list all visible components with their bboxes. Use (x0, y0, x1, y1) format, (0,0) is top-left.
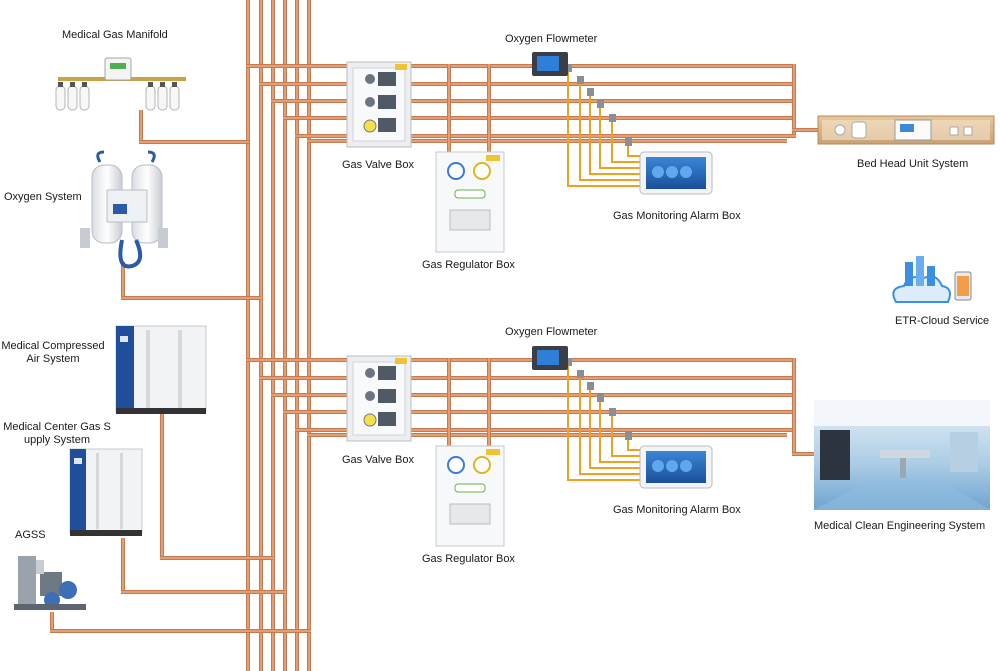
center-gas-label-line1: Medical Center Gas S (3, 421, 111, 433)
oxygen-system-label: Oxygen System (4, 191, 82, 203)
alarm-bottom-label: Gas Monitoring Alarm Box (613, 504, 741, 516)
manifold-label: Medical Gas Manifold (62, 29, 168, 41)
agss-device (14, 556, 86, 610)
gas-regulator-box-top (435, 151, 505, 253)
source-feed-pipes (50, 110, 311, 633)
flowmeter-top-label: Oxygen Flowmeter (505, 33, 598, 45)
regulator-bottom-label: Gas Regulator Box (422, 553, 515, 565)
bed-head-unit (817, 115, 995, 145)
compressed-air-label: Medical Compressed Air System (0, 340, 106, 366)
clean-room-image (814, 400, 990, 510)
valve-box-bottom-label: Gas Valve Box (342, 454, 414, 466)
gas-regulator-box-bottom (435, 445, 505, 547)
agss-label: AGSS (15, 529, 46, 541)
clean-eng-label: Medical Clean Engineering System (814, 520, 986, 532)
compressed-air-label-line1: Medical Compressed (1, 340, 105, 352)
signal-wires-top (567, 72, 645, 187)
smartphone-icon (954, 271, 972, 301)
alarm-box-top (639, 151, 713, 195)
oxygen-flowmeter-bottom (532, 346, 568, 370)
cloud-server-icon (892, 256, 951, 303)
top-branch-pipes (246, 64, 818, 160)
gas-valve-box-bottom (346, 355, 412, 442)
bottom-branch-pipes (246, 358, 816, 456)
riser-pipes (246, 0, 311, 671)
center-gas-supply-device (69, 448, 143, 536)
oxygen-flowmeter-top (532, 52, 568, 76)
regulator-top-label: Gas Regulator Box (422, 259, 515, 271)
cloud-label: ETR-Cloud Service (895, 315, 990, 327)
manifold-device (55, 57, 186, 111)
alarm-top-label: Gas Monitoring Alarm Box (613, 210, 741, 222)
gas-valve-box-top (346, 61, 412, 148)
valve-box-top-label: Gas Valve Box (342, 159, 414, 171)
sensor-nodes (565, 64, 632, 440)
oxygen-system-device (80, 150, 168, 269)
alarm-box-bottom (639, 445, 713, 489)
compressed-air-label-line2: Air System (26, 353, 80, 365)
compressed-air-device (115, 325, 207, 414)
flowmeter-bottom-label: Oxygen Flowmeter (505, 326, 598, 338)
center-gas-label-line2: upply System (23, 434, 91, 446)
bed-head-label: Bed Head Unit System (857, 158, 969, 170)
signal-wires-bottom (567, 366, 645, 481)
center-gas-label: Medical Center Gas S upply System (0, 421, 114, 447)
